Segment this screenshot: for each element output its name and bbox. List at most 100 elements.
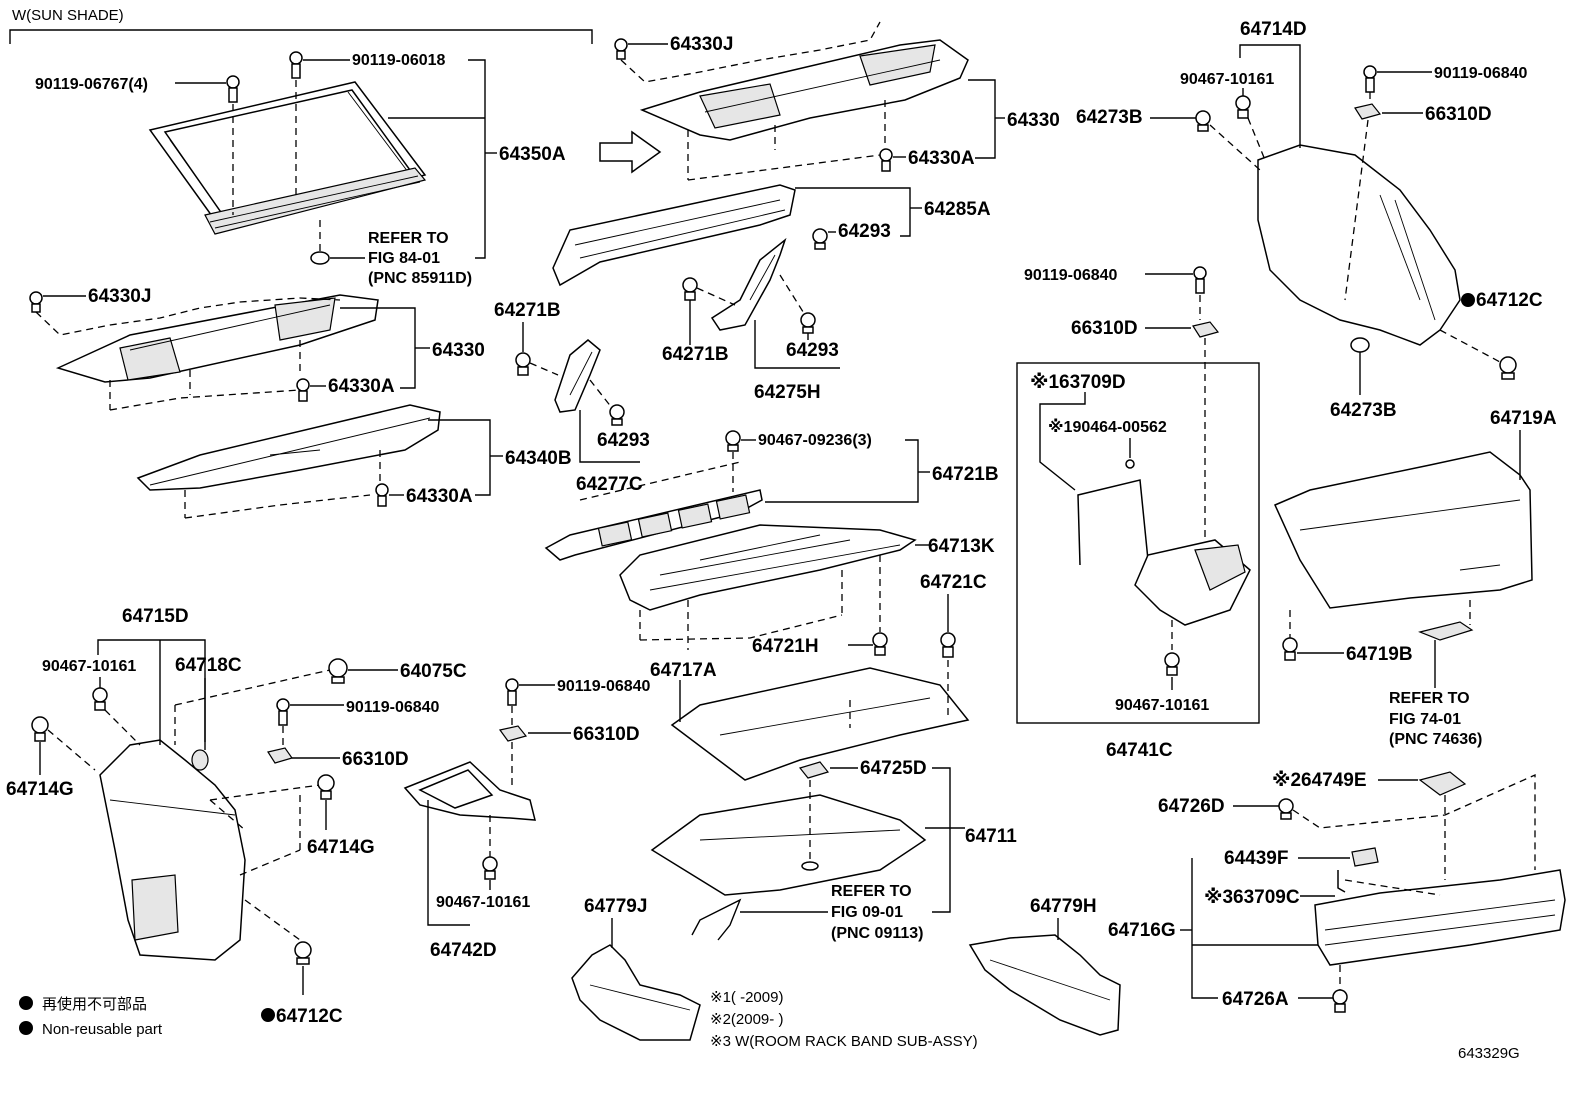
sun-shade-bracket: [9, 29, 593, 44]
label-90119-06018: 90119-06018: [352, 52, 446, 69]
label-90119-06840-c: 90119-06840: [346, 699, 440, 716]
part-64350A-sun-shade: [148, 81, 427, 235]
nut-66310D-b: [1192, 321, 1220, 338]
label-64714D: 64714D: [1240, 19, 1307, 40]
part-64285A: [552, 184, 796, 287]
jack-handle: [691, 898, 742, 941]
label-64721H: 64721H: [752, 636, 819, 657]
label-64741C: 64741C: [1106, 740, 1173, 761]
label-90464-00562: ※190464-00562: [1048, 418, 1167, 436]
ref-84-c: (PNC 85911D): [368, 270, 472, 287]
label-90467-09236: 90467-09236(3): [758, 432, 872, 449]
ref-84-a: REFER TO: [368, 230, 449, 247]
screw-90119-06840-d: [505, 678, 519, 706]
part-64277C: [554, 339, 601, 413]
label-90467-10161-b: 90467-10161: [1115, 697, 1209, 714]
nonreusable-dot-a: [1461, 293, 1475, 307]
label-64330A-center: 64330A: [908, 148, 975, 169]
nut-66310D-a: [1354, 103, 1382, 120]
label-64711: 64711: [965, 826, 1017, 847]
part-64714D: [1257, 144, 1461, 346]
label-64712C-b: 64712C: [276, 1006, 343, 1027]
clip-64719B: [1282, 637, 1298, 661]
label-66310D-c: 66310D: [342, 749, 409, 770]
clip-64330J-left: [29, 291, 43, 313]
nonreusable-dot-b: [261, 1008, 275, 1022]
label-66310D-b: 66310D: [1071, 318, 1138, 339]
label-64726A: 64726A: [1222, 989, 1289, 1010]
hook-63709C: [1337, 870, 1346, 893]
part-64779J: [571, 944, 701, 1041]
part-64340B: [136, 404, 441, 491]
legend-en: Non-reusable part: [42, 1021, 163, 1038]
label-64779H: 64779H: [1030, 896, 1097, 917]
label-64725D: 64725D: [860, 758, 927, 779]
part-64749E: [1418, 771, 1467, 796]
label-64712C-a: 64712C: [1476, 290, 1543, 311]
screw-90119-06840-b: [1193, 266, 1207, 294]
part-64742D: [403, 761, 536, 821]
label-64330J-left: 64330J: [88, 286, 151, 307]
clip-64273B-b: [1350, 337, 1370, 353]
note-3: ※3 W(ROOM RACK BAND SUB-ASSY): [710, 1033, 978, 1050]
part-64330-center: [639, 39, 969, 141]
label-64719A: 64719A: [1490, 408, 1557, 429]
clip-64330A-left-2: [375, 483, 389, 507]
ref-74-c: (PNC 74636): [1389, 731, 1482, 748]
label-64330J-center: 64330J: [670, 34, 733, 55]
part-64439F: [1351, 847, 1379, 867]
label-64271B-b: 64271B: [662, 344, 729, 365]
ref-74-a: REFER TO: [1389, 690, 1470, 707]
screw-90119-06767: [226, 75, 240, 103]
label-64271B-a: 64271B: [494, 300, 561, 321]
clip-64726D: [1278, 798, 1294, 820]
clip-64330A-left-1: [296, 378, 310, 402]
label-64285A: 64285A: [924, 199, 991, 220]
label-64714G-a: 64714G: [6, 779, 74, 800]
label-64330-center: 64330: [1007, 110, 1060, 131]
clip-90467-10161-d: [482, 856, 498, 880]
nut-66310D-c: [267, 747, 293, 764]
clip-85911D: [310, 251, 330, 265]
part-64711: [650, 794, 927, 896]
label-64439F: 64439F: [1224, 848, 1288, 869]
label-90119-06840-a: 90119-06840: [1434, 65, 1528, 82]
ref-09-b: FIG 09-01: [831, 904, 903, 921]
label-64714G-b: 64714G: [307, 837, 375, 858]
box-64741C: [1016, 362, 1260, 724]
legend-dot-en: [19, 1021, 33, 1035]
rack-band: [1077, 479, 1149, 566]
label-64273B-b: 64273B: [1330, 400, 1397, 421]
clip-90467-10161-c: [92, 687, 108, 711]
nut-66310D-d: [498, 725, 528, 742]
label-64330A-left-1: 64330A: [328, 376, 395, 397]
label-64075C: 64075C: [400, 661, 467, 682]
label-64716G: 64716G: [1108, 920, 1176, 941]
clip-64330J-center: [614, 38, 628, 60]
direction-arrow: [599, 130, 662, 174]
label-64718C: 64718C: [175, 655, 242, 676]
clip-64271B-b: [682, 277, 698, 301]
clip-90464-00562: [1125, 459, 1135, 469]
part-64330-left: [55, 294, 379, 383]
label-90119-06767: 90119-06767(4): [35, 76, 148, 93]
label-64721B: 64721B: [932, 464, 999, 485]
label-64330-left: 64330: [432, 340, 485, 361]
note-2: ※2(2009- ): [710, 1011, 783, 1028]
clip-64725D: [798, 761, 830, 779]
label-66310D-d: 66310D: [573, 724, 640, 745]
screw-90119-06840-a: [1363, 65, 1377, 93]
ref-09-a: REFER TO: [831, 883, 912, 900]
label-64293-b: 64293: [786, 340, 839, 361]
note-1: ※1( -2009): [710, 989, 783, 1006]
clip-64714G-a: [31, 716, 49, 742]
part-64779H: [968, 934, 1121, 1036]
ref-84-b: FIG 84-01: [368, 250, 440, 267]
part-64713K: [619, 524, 917, 611]
label-64713K: 64713K: [928, 536, 995, 557]
part-64275H: [710, 237, 787, 331]
label-64719B: 64719B: [1346, 644, 1413, 665]
label-64715D: 64715D: [122, 606, 189, 627]
